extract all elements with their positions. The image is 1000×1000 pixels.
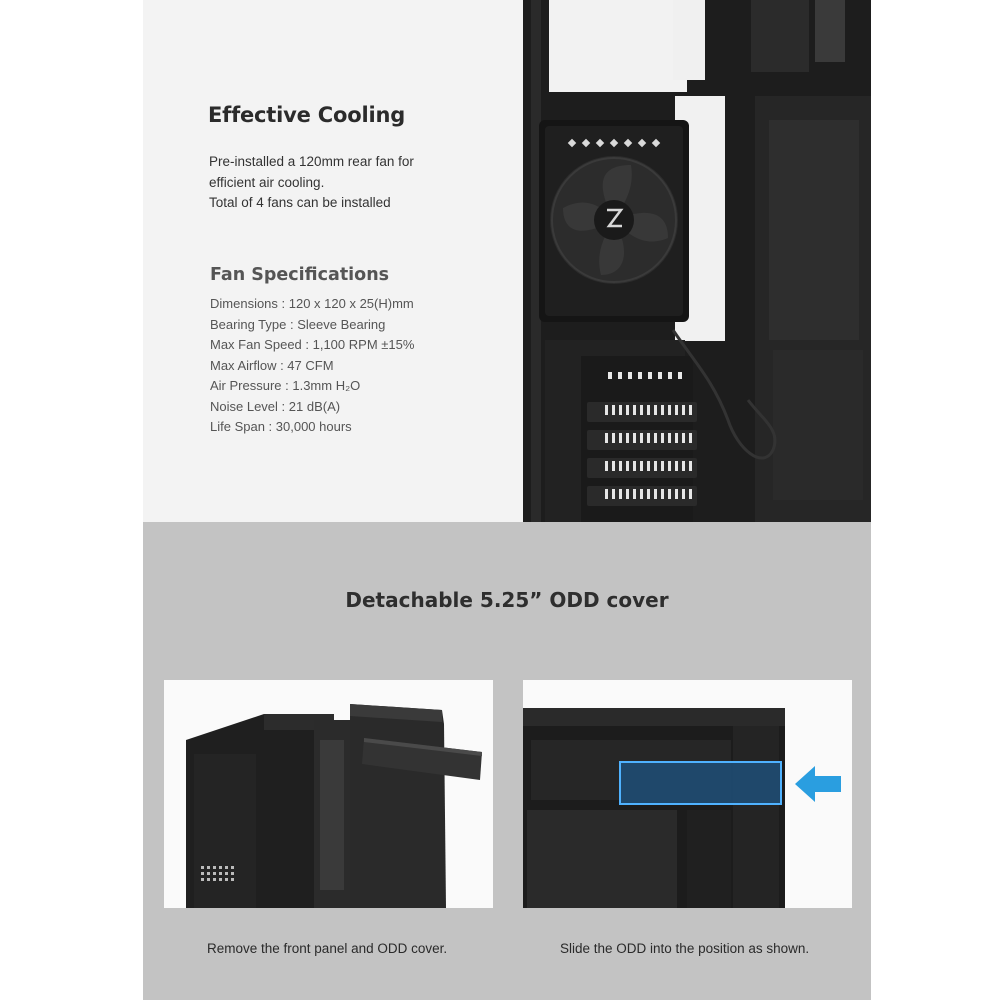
cooling-line: efficient air cooling. xyxy=(209,174,325,190)
fan-spec-list: Dimensions : 120 x 120 x 25(H)mm Bearing… xyxy=(210,294,414,438)
odd-section: Detachable 5.25” ODD cover xyxy=(143,522,871,1000)
odd-slot-photo xyxy=(523,680,852,908)
spec-fan-speed: Max Fan Speed : 1,100 RPM ±15% xyxy=(210,337,415,352)
caption-slide-odd: Slide the ODD into the position as shown… xyxy=(560,941,810,956)
insert-arrow-icon xyxy=(795,766,841,802)
cooling-title: Effective Cooling xyxy=(208,103,406,127)
cooling-section: Effective Cooling Pre-installed a 120mm … xyxy=(143,0,871,522)
spec-dimensions: Dimensions : 120 x 120 x 25(H)mm xyxy=(210,296,414,311)
odd-cover-title: Detachable 5.25” ODD cover xyxy=(345,588,669,612)
front-panel-photo xyxy=(164,680,493,908)
spec-bearing: Bearing Type : Sleeve Bearing xyxy=(210,316,386,332)
caption-remove-cover: Remove the front panel and ODD cover. xyxy=(207,941,448,956)
spec-air-pressure: Air Pressure : 1.3mm H₂O xyxy=(210,378,361,393)
cooling-description: Pre-installed a 120mm rear fan for effic… xyxy=(209,152,509,214)
fan-spec-title: Fan Specifications xyxy=(210,265,390,285)
spec-noise: Noise Level : 21 dB(A) xyxy=(210,398,341,414)
spec-airflow: Max Airflow : 47 CFM xyxy=(210,357,334,373)
case-fan-photo xyxy=(523,0,871,522)
spec-life-span: Life Span : 30,000 hours xyxy=(210,419,352,434)
cooling-line: Pre-installed a 120mm rear fan for xyxy=(209,154,414,169)
cooling-line: Total of 4 fans can be installed xyxy=(209,195,391,210)
